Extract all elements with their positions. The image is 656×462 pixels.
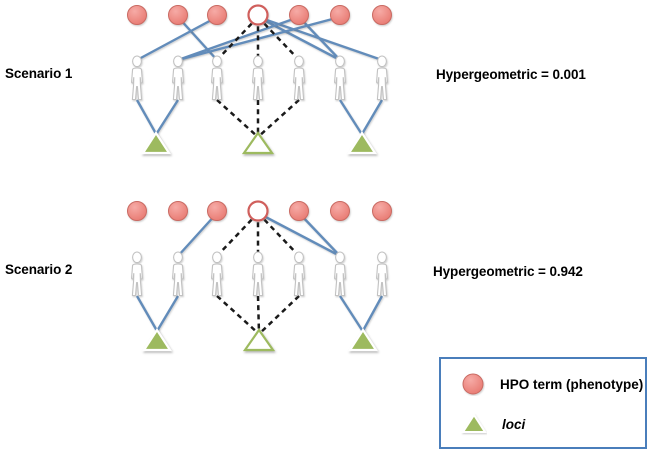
tested-term-dashed-edge [216, 212, 259, 257]
locus-node-open [241, 131, 275, 155]
patient-figure [376, 55, 388, 101]
locus-node-open [242, 328, 276, 352]
legend-hpo-term-label: HPO term (phenotype) [500, 376, 644, 392]
patient-figure [334, 55, 346, 101]
scenario-1-hypergeometric-value: Hypergeometric = 0.001 [436, 67, 586, 82]
tested-term-dashed-edge [257, 16, 300, 61]
patient-figure [293, 251, 305, 297]
patient-figure [211, 55, 223, 101]
legend-item-hpo-term: HPO term (phenotype) [461, 371, 643, 397]
patient-figure [252, 55, 264, 101]
legend-box: HPO term (phenotype) loci [439, 357, 647, 449]
patient-figure [172, 251, 184, 297]
hpo-term-node [127, 5, 147, 25]
legend-loci-label: loci [502, 416, 526, 432]
hpo-term-node [372, 5, 392, 25]
phenotype-annotation-edge [177, 212, 218, 257]
hpo-term-node [372, 201, 392, 221]
patient-figure [334, 251, 346, 297]
locus-dashed-edge [216, 99, 259, 138]
phenotype-annotation-edge [177, 16, 218, 61]
phenotype-annotation-edge [298, 16, 341, 61]
locus-node [141, 327, 173, 352]
patient-figure [252, 251, 264, 297]
phenotype-annotation-edge [298, 212, 341, 257]
scenario-1-label: Scenario 1 [5, 66, 73, 81]
patient-figure [172, 55, 184, 101]
locus-dashed-edge [256, 295, 261, 335]
hpo-term-node [330, 201, 350, 221]
hpo-term-node [207, 5, 227, 25]
patient-figure [293, 55, 305, 101]
hpo-term-node [168, 201, 188, 221]
phenotype-annotation-edge [257, 15, 341, 62]
patient-figure [211, 251, 223, 297]
locus-dashed-edge [257, 99, 300, 138]
tested-term-dashed-edge [216, 16, 259, 61]
patient-figure [131, 251, 143, 297]
locus-node [140, 130, 172, 155]
locus-triangle-icon [461, 413, 487, 433]
locus-dashed-edge [216, 295, 260, 335]
hpo-term-node [207, 201, 227, 221]
phenotype-annotation-edge [136, 15, 218, 62]
locus-node [346, 130, 378, 155]
tested-term-dashed-edge [257, 212, 300, 257]
locus-node [347, 327, 379, 352]
phenotype-annotation-edge [257, 211, 341, 258]
scenario-1-group [127, 4, 392, 155]
scenario-2-hypergeometric-value: Hypergeometric = 0.942 [433, 264, 583, 279]
scenario-2-group [127, 200, 392, 352]
hpo-term-icon [462, 373, 484, 395]
hpo-term-node [330, 5, 350, 25]
hpo-term-node [289, 201, 309, 221]
locus-dashed-edge [258, 295, 300, 335]
hpo-term-node [168, 5, 188, 25]
scenario-2-label: Scenario 2 [5, 262, 73, 277]
legend-item-loci: loci [461, 411, 525, 437]
hpo-term-node-open [247, 4, 269, 26]
hpo-term-node [127, 201, 147, 221]
hpo-term-node [289, 5, 309, 25]
patient-figure [131, 55, 143, 101]
hpo-term-node-open [247, 200, 269, 222]
patient-figure [376, 251, 388, 297]
